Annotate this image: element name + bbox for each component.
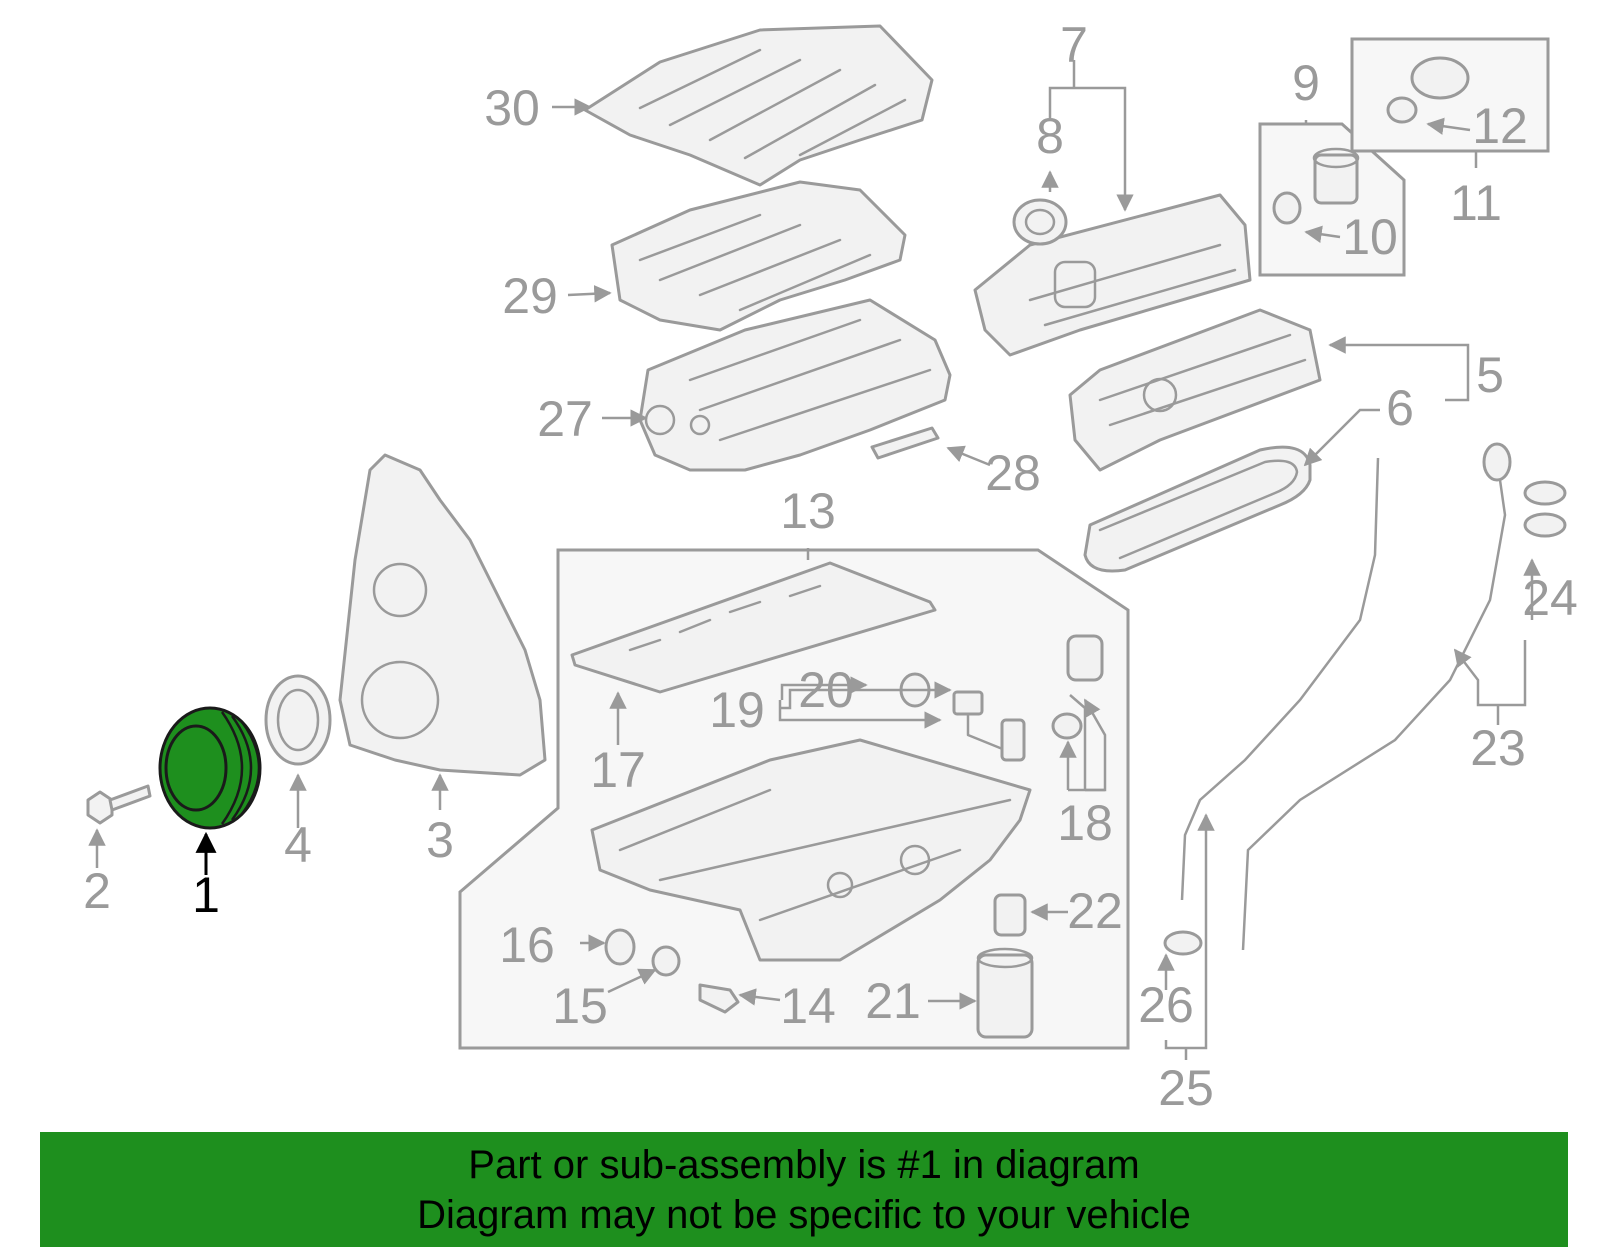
baffle-17 (570, 561, 937, 694)
valve-cover-gasket-6 (1083, 445, 1312, 573)
oil-filter-adapter-22 (993, 893, 1027, 937)
label-23: 23 (1470, 720, 1526, 776)
callout-labels: 1 2 3 4 5 6 7 8 9 10 11 12 13 14 15 16 1… (83, 17, 1578, 1116)
label-18: 18 (1057, 795, 1113, 851)
label-9: 9 (1292, 55, 1320, 111)
label-16: 16 (499, 917, 555, 973)
label-27: 27 (537, 391, 593, 447)
label-22: 22 (1067, 883, 1123, 939)
label-21: 21 (865, 973, 921, 1029)
label-10: 10 (1342, 209, 1398, 265)
timing-cover-3 (338, 453, 547, 777)
bolt-14 (698, 983, 740, 1014)
front-seal-4 (264, 674, 332, 766)
o-ring-16 (604, 928, 636, 966)
oil-cap-11 (1386, 56, 1470, 124)
bolt-2 (86, 784, 152, 825)
label-17: 17 (590, 742, 646, 798)
engine-cover-30 (583, 24, 934, 187)
label-24: 24 (1522, 570, 1578, 626)
label-13: 13 (780, 483, 836, 539)
oil-pan-13 (590, 738, 1032, 962)
label-25: 25 (1158, 1060, 1214, 1116)
seal-8 (1012, 198, 1068, 246)
label-2: 2 (83, 863, 111, 919)
label-19: 19 (709, 682, 765, 738)
dipstick-23 (1241, 442, 1567, 951)
banner-line-2: Diagram may not be specific to your vehi… (417, 1192, 1191, 1237)
drain-plug-18 (1051, 634, 1104, 740)
label-28: 28 (985, 445, 1041, 501)
crankshaft-balancer-1 (158, 706, 262, 830)
label-4: 4 (284, 817, 312, 873)
label-26: 26 (1138, 977, 1194, 1033)
gasket-28 (870, 426, 940, 460)
label-30: 30 (484, 80, 540, 136)
label-14: 14 (780, 978, 836, 1034)
valve-cover-7 (973, 193, 1252, 357)
washer-15 (651, 945, 681, 977)
label-20: 20 (798, 662, 854, 718)
oil-filler-tube-9 (1272, 147, 1360, 225)
valve-cover-5 (1068, 308, 1322, 472)
label-6: 6 (1386, 380, 1414, 436)
dipstick-tube-25 (1163, 457, 1380, 956)
label-11: 11 (1450, 175, 1502, 231)
oil-filter-21 (976, 947, 1034, 1039)
label-15: 15 (552, 978, 608, 1034)
label-1: 1 (192, 867, 220, 923)
intake-manifold-27 (638, 298, 952, 472)
label-8: 8 (1036, 108, 1064, 164)
banner-line-1: Part or sub-assembly is #1 in diagram (468, 1142, 1140, 1187)
label-3: 3 (426, 812, 454, 868)
label-29: 29 (502, 268, 558, 324)
label-7: 7 (1060, 17, 1088, 73)
label-12: 12 (1472, 98, 1528, 154)
oil-level-sensor-19 (952, 690, 1026, 762)
notice-banner: Part or sub-assembly is #1 in diagram Di… (40, 1132, 1568, 1247)
label-5: 5 (1476, 347, 1504, 403)
intake-manifold-upper-29 (610, 180, 907, 332)
leader-lines (88, 60, 1541, 1060)
